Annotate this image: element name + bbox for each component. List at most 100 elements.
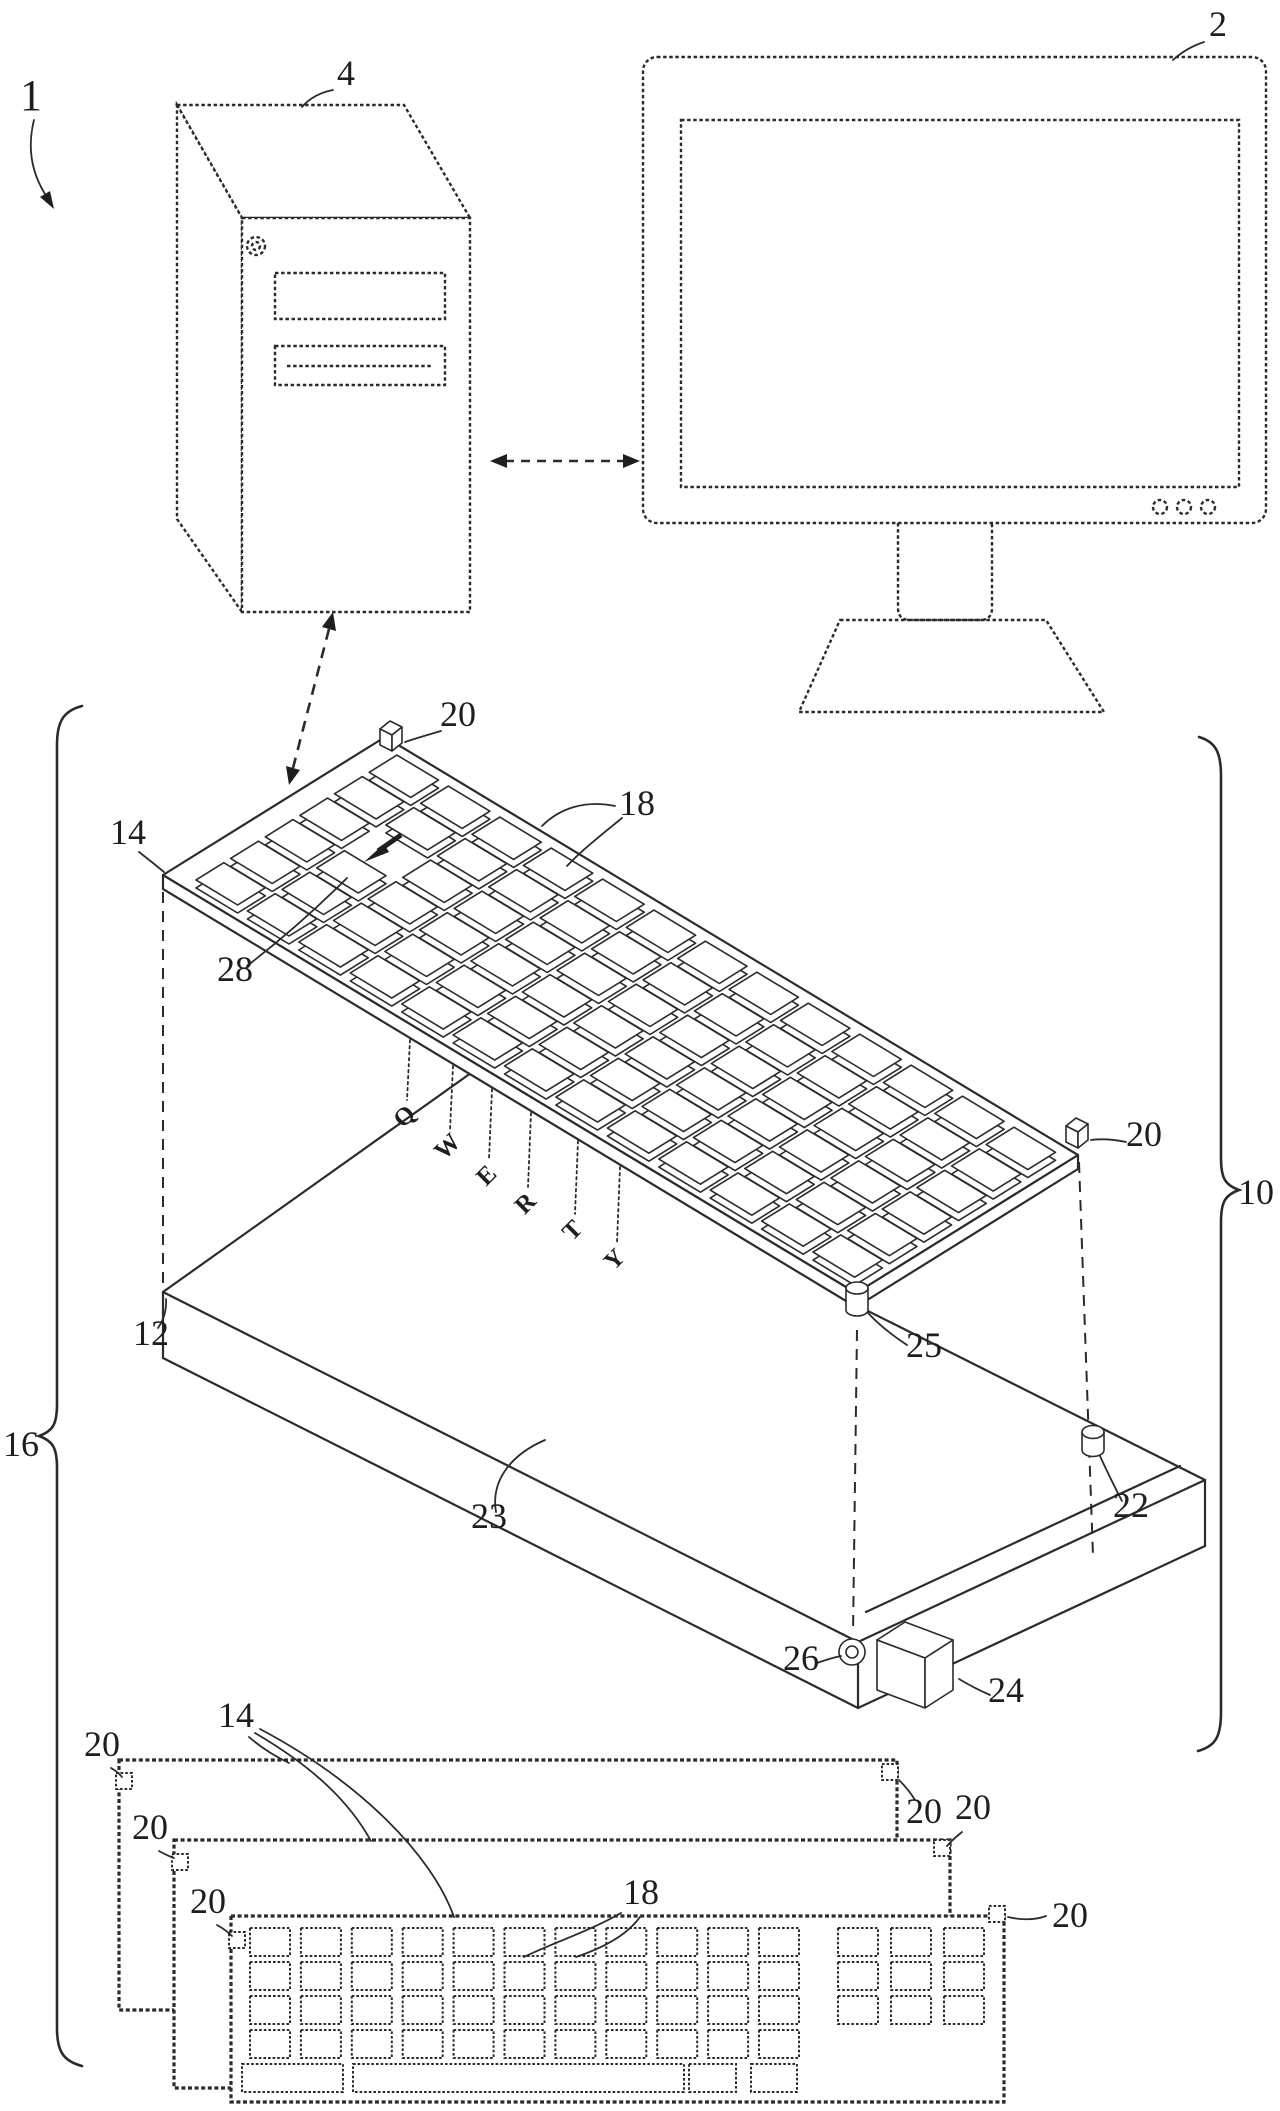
qwerty-letter: W	[429, 1128, 466, 1165]
leader-ref4	[301, 89, 334, 108]
iso-keycap	[881, 1191, 953, 1235]
flat-keycap	[350, 1995, 393, 2025]
flat-keycap	[758, 2029, 800, 2059]
iso-keycap	[778, 1129, 850, 1173]
tray-front-right-edge	[856, 1478, 1207, 1644]
ref-label-20-s2l: 20	[132, 1807, 168, 1847]
flat-keycap	[707, 1927, 750, 1957]
tray-back-right-edge	[858, 1305, 1207, 1482]
ref-label-16: 16	[3, 1424, 39, 1464]
iso-keycap	[471, 816, 543, 861]
iso-keycap	[436, 837, 508, 882]
tray-front-left-edge	[161, 1290, 860, 1644]
corner-peg-right	[391, 726, 403, 752]
iso-keycap	[727, 1098, 799, 1142]
flat-keycap	[503, 1995, 546, 2025]
flat-keycap	[656, 1995, 699, 2025]
qwerty-letter: Y	[599, 1244, 631, 1276]
iso-keycap	[743, 1150, 816, 1195]
flat-keycap	[299, 2029, 342, 2059]
monitor-stand-neck	[896, 523, 994, 622]
qwerty-leader	[616, 1166, 621, 1244]
flat-keycap	[688, 2063, 737, 2093]
iso-keycap	[675, 1067, 747, 1111]
leader-ref18-s-b	[575, 1916, 641, 1958]
iso-keycap	[299, 797, 371, 842]
iso-keycap	[349, 954, 421, 999]
iso-keycap	[556, 952, 628, 997]
iso-keycap	[385, 806, 457, 851]
iso-keycap	[555, 1079, 627, 1123]
iso-keycap	[332, 902, 404, 947]
block-right	[924, 1639, 954, 1709]
tower-drive-bay	[273, 271, 447, 321]
leader-ref14-s1	[248, 1736, 290, 1764]
iso-keycap	[452, 1016, 524, 1061]
qwerty-leader	[574, 1140, 579, 1215]
iso-keycap	[916, 1169, 988, 1214]
iso-keycap	[572, 1004, 644, 1049]
hole-inner	[845, 1645, 859, 1659]
iso-keycap	[882, 1064, 954, 1109]
alignment-peg-25	[845, 1281, 869, 1317]
tray-recess-lip	[864, 1464, 1182, 1614]
flat-keycap	[350, 1961, 393, 1991]
ref-label-20-right: 20	[1126, 1114, 1162, 1154]
power-button-icon	[245, 235, 267, 257]
flat-keycap	[605, 2029, 648, 2059]
ref-label-1: 1	[20, 71, 42, 120]
leader-ref24	[958, 1678, 991, 1696]
tower-front-face	[240, 216, 472, 614]
ref-label-14-stack: 14	[218, 1695, 254, 1735]
ref-label-14-iso: 14	[110, 812, 146, 852]
numpad-keycap	[890, 1961, 932, 1991]
sheet2-right-peg	[933, 1839, 951, 1857]
ref-label-2: 2	[1209, 4, 1227, 44]
iso-keycap	[418, 911, 490, 956]
iso-keycap	[813, 1107, 885, 1152]
hidden-drop-peg25	[852, 1329, 858, 1635]
flat-keycap	[299, 1961, 342, 1991]
leader-ref23	[494, 1439, 546, 1513]
iso-keycap	[760, 1203, 832, 1247]
key-insert-arrow-icon	[364, 832, 403, 862]
iso-keycap	[761, 1076, 833, 1121]
flat-keycap	[554, 1927, 597, 1957]
leader-ref20-s1l	[110, 1767, 123, 1778]
power-button-inner-icon	[250, 240, 262, 252]
iso-keycap	[779, 1002, 851, 1047]
flat-keycap	[554, 1995, 597, 2025]
iso-keycap	[487, 868, 559, 913]
leader-ref18-s-a	[523, 1912, 622, 1958]
computer-tower	[174, 100, 473, 616]
ref-label-20-s1r: 20	[906, 1791, 942, 1831]
numpad-keycap	[890, 1927, 932, 1957]
ref-label-26: 26	[783, 1638, 819, 1678]
iso-keycap	[709, 1172, 781, 1216]
flat-keyboard-keys	[241, 1927, 985, 2093]
flat-keycap	[758, 1927, 800, 1957]
flat-keycap	[554, 2029, 597, 2059]
numpad-keycap	[837, 1961, 879, 1991]
leader-ref18-b	[566, 817, 623, 867]
numpad-keycap	[943, 1927, 985, 1957]
tray-bottom-left-edge	[161, 1356, 860, 1710]
arrow-up-head-icon	[322, 612, 336, 631]
iso-keycap	[657, 1141, 729, 1185]
flat-keycap	[452, 2029, 495, 2059]
monitor-stand-base	[797, 618, 1107, 714]
tower-left-face	[175, 100, 244, 616]
iso-keycap	[470, 942, 542, 987]
qwerty-letter: T	[557, 1215, 588, 1246]
leader-ref20-right	[1090, 1138, 1127, 1143]
iso-keycap	[503, 1048, 575, 1092]
iso-keycap	[195, 861, 267, 906]
iso-keycap	[676, 940, 748, 985]
flat-keycap	[299, 1995, 342, 2025]
iso-keycap	[521, 973, 593, 1018]
iso-keycap	[333, 775, 405, 820]
iso-keycap	[384, 933, 456, 978]
ref-label-20-s2r: 20	[955, 1787, 991, 1827]
flat-keycap	[452, 1961, 495, 1991]
